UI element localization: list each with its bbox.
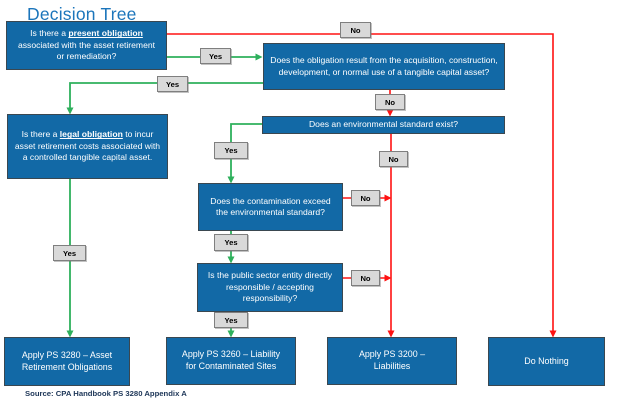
label-yes-contamination: Yes bbox=[214, 234, 248, 251]
node-text: Does the contamination exceed the enviro… bbox=[210, 195, 331, 217]
label-no-present: No bbox=[340, 22, 371, 38]
label-no-environmental: No bbox=[379, 151, 408, 167]
node-text: Apply PS 3260 – Liability for Contaminat… bbox=[181, 349, 281, 371]
node-acquisition-question: Does the obligation result from the acqu… bbox=[263, 43, 505, 90]
text-segment: associated with the asset retirement or … bbox=[17, 39, 156, 62]
text-segment: Is there a bbox=[30, 28, 69, 39]
node-present-obligation: Is there a present obligation associated… bbox=[6, 21, 167, 70]
node-apply-ps3260: Apply PS 3260 – Liability for Contaminat… bbox=[166, 337, 296, 385]
label-yes-environmental: Yes bbox=[214, 142, 248, 159]
source-citation: Source: CPA Handbook PS 3280 Appendix A bbox=[25, 389, 187, 398]
node-legal-obligation: Is there a legal obligation to incur ass… bbox=[7, 114, 168, 179]
node-text: Apply PS 3200 – Liabilities bbox=[358, 349, 426, 371]
node-text: Is there a legal obligation to incur ass… bbox=[14, 129, 161, 163]
node-text: Is there a present obligation associated… bbox=[13, 28, 160, 62]
label-yes-present: Yes bbox=[200, 48, 231, 64]
label-no-contamination: No bbox=[351, 190, 380, 206]
node-environmental-standard: Does an environmental standard exist? bbox=[262, 116, 505, 134]
label-no-responsibility: No bbox=[351, 270, 380, 286]
node-contamination-question: Does the contamination exceed the enviro… bbox=[198, 183, 343, 231]
node-text: Apply PS 3280 – Asset Retirement Obligat… bbox=[21, 349, 113, 372]
node-apply-ps3200: Apply PS 3200 – Liabilities bbox=[327, 337, 457, 385]
text-segment: to incur asset retirement costs associat… bbox=[14, 129, 161, 163]
node-text: Does the obligation result from the acqu… bbox=[270, 55, 498, 77]
edge-yes-env-to-contamination bbox=[227, 123, 262, 184]
edge-yes-acquisition-to-legal bbox=[66, 82, 263, 115]
node-do-nothing: Do Nothing bbox=[488, 337, 605, 386]
label-yes-acquisition: Yes bbox=[157, 76, 188, 92]
text-segment: Is there a bbox=[21, 129, 60, 140]
emphasized-phrase: legal obligation bbox=[59, 129, 123, 140]
emphasized-phrase: present obligation bbox=[68, 28, 143, 39]
edge-no-present-to-donothing bbox=[167, 33, 557, 338]
node-apply-ps3280: Apply PS 3280 – Asset Retirement Obligat… bbox=[4, 337, 130, 386]
page-title: Decision Tree bbox=[27, 4, 137, 24]
node-text: Does an environmental standard exist? bbox=[308, 119, 459, 130]
label-no-acquisition: No bbox=[375, 94, 405, 110]
label-yes-legal: Yes bbox=[53, 245, 86, 261]
node-responsibility-question: Is the public sector entity directly res… bbox=[197, 263, 343, 312]
node-text: Do Nothing bbox=[524, 355, 569, 366]
node-text: Is the public sector entity directly res… bbox=[207, 270, 333, 304]
label-yes-responsibility: Yes bbox=[214, 312, 248, 328]
